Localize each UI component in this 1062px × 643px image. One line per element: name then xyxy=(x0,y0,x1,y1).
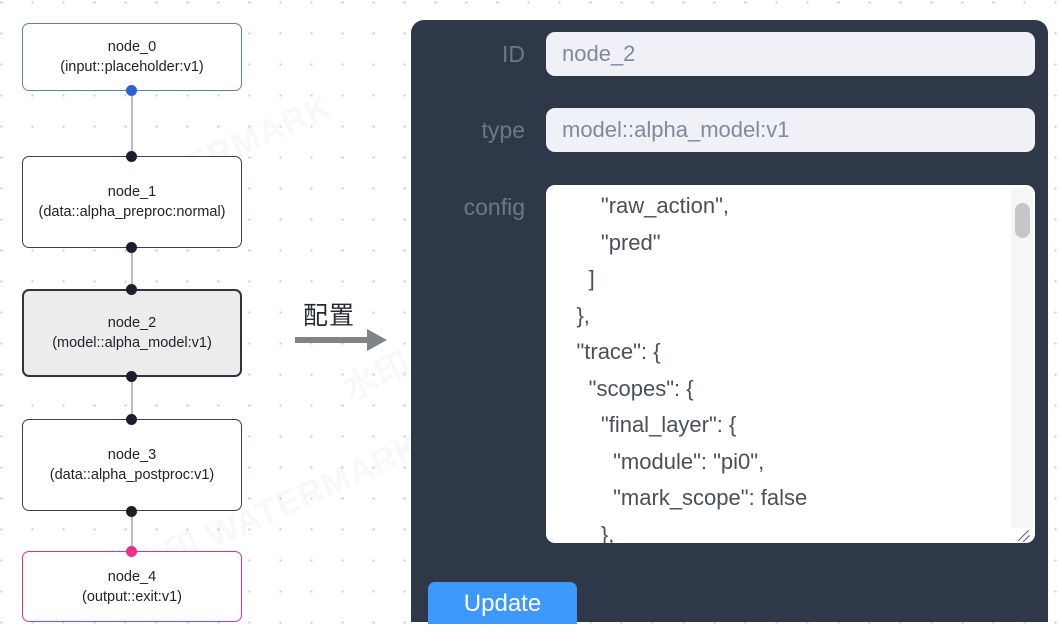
config-scrollbar-thumb[interactable] xyxy=(1015,203,1030,238)
node-id-label: node_2 xyxy=(107,315,157,331)
graph-node-node_2[interactable]: node_2 (model::alpha_model:v1) xyxy=(22,289,242,377)
port-node3-output[interactable] xyxy=(126,506,137,517)
type-field-label: type xyxy=(481,116,525,143)
port-node1-output[interactable] xyxy=(126,242,137,253)
port-node1-input[interactable] xyxy=(126,151,137,162)
edge-node1-node2 xyxy=(131,247,133,290)
update-button[interactable]: Update xyxy=(428,582,577,624)
config-textarea[interactable]: "raw_action", "pred" ] }, "trace": { "sc… xyxy=(546,185,1035,543)
edge-node2-node3 xyxy=(131,376,133,420)
config-field-label: config xyxy=(463,194,525,220)
graph-node-node_0[interactable]: node_0 (input::placeholder:v1) xyxy=(22,23,242,91)
node-type-label: (input::placeholder:v1) xyxy=(60,59,204,75)
port-node2-input[interactable] xyxy=(126,284,137,295)
port-node0-output[interactable] xyxy=(126,85,137,96)
port-node4-input[interactable] xyxy=(126,546,137,557)
config-scrollbar[interactable] xyxy=(1011,188,1033,528)
node-id-label: node_1 xyxy=(107,184,157,200)
config-field-row: config "raw_action", "pred" ] }, "trace"… xyxy=(411,185,1035,543)
arrow-label: 配置 xyxy=(303,301,356,330)
arrow-shaft xyxy=(295,337,369,343)
port-node2-output[interactable] xyxy=(126,371,137,382)
id-field-label: ID xyxy=(502,40,525,67)
node-type-label: (model::alpha_model:v1) xyxy=(52,335,212,351)
node-type-label: (output::exit:v1) xyxy=(82,588,182,605)
edge-node3-node4 xyxy=(131,510,133,552)
graph-node-node_3[interactable]: node_3 (data::alpha_postproc:v1) xyxy=(22,419,242,511)
port-node3-input[interactable] xyxy=(126,414,137,425)
node-id-label: node_3 xyxy=(107,447,157,463)
edge-node0-node1 xyxy=(131,90,133,160)
id-input[interactable] xyxy=(546,32,1035,76)
node-id-label: node_4 xyxy=(107,568,157,585)
node-type-label: (data::alpha_preproc:normal) xyxy=(38,204,226,220)
id-field-row: ID xyxy=(411,32,1035,76)
type-input[interactable] xyxy=(546,108,1035,152)
config-textarea-wrapper: "raw_action", "pred" ] }, "trace": { "sc… xyxy=(546,185,1035,543)
config-arrow-group: 配置 xyxy=(295,296,395,362)
arrow-head-icon xyxy=(367,329,387,351)
node-type-label: (data::alpha_postproc:v1) xyxy=(49,467,215,483)
config-textarea-content: "raw_action", "pred" ] }, "trace": { "sc… xyxy=(576,193,808,543)
graph-node-node_1[interactable]: node_1 (data::alpha_preproc:normal) xyxy=(22,156,242,248)
type-field-row: type xyxy=(411,108,1035,152)
node-id-label: node_0 xyxy=(107,39,157,55)
graph-node-node_4[interactable]: node_4 (output::exit:v1) xyxy=(22,551,242,622)
